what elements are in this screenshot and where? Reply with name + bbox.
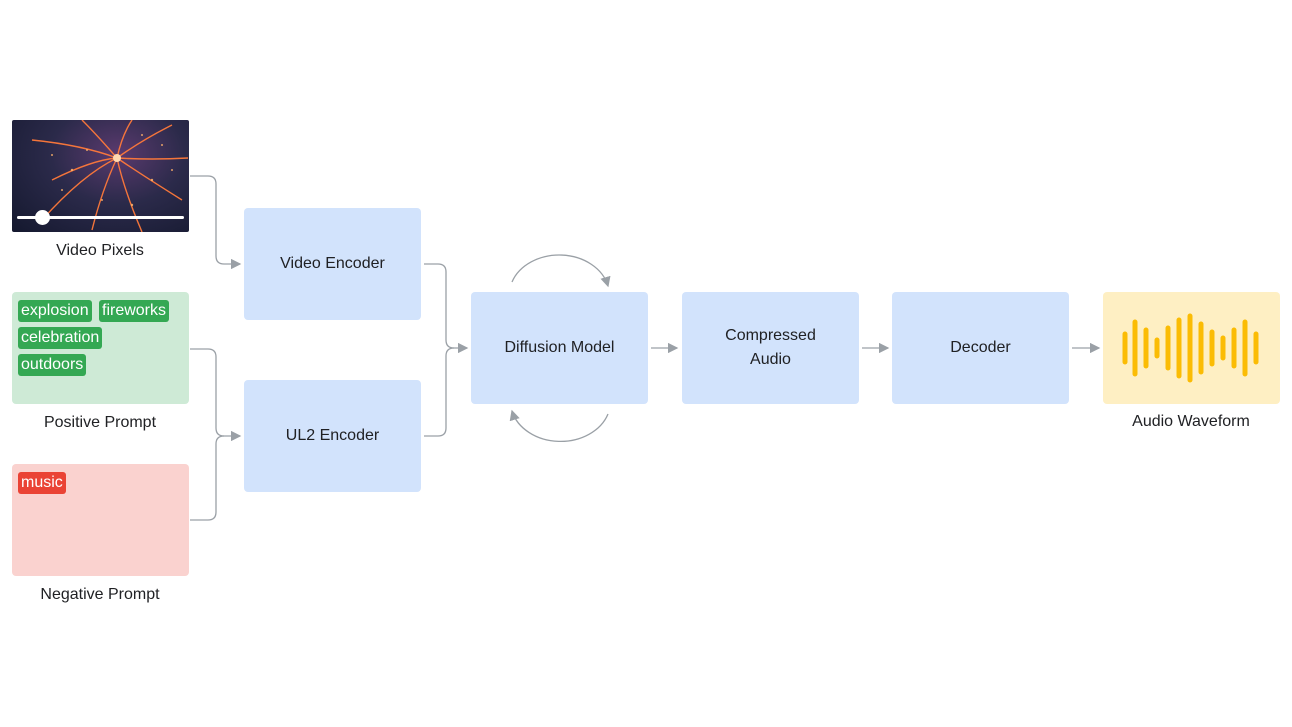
waveform-graphic	[1122, 313, 1259, 383]
arrow-ul2-to-diffusion	[424, 347, 455, 437]
negative-prompt-caption: Negative Prompt	[40, 586, 160, 603]
tag-explosion: explosion	[18, 300, 92, 322]
arrow-video-encoder-to-diffusion	[424, 263, 469, 354]
compressed-audio-block: Compressed Audio	[682, 292, 859, 404]
arrow-positive-to-ul2	[190, 348, 242, 442]
decoder-block: Decoder	[892, 292, 1069, 404]
ul2-encoder-label: UL2 Encoder	[285, 427, 380, 444]
positive-prompt-caption: Positive Prompt	[43, 414, 157, 431]
video-progress-thumb[interactable]	[34, 210, 50, 225]
video-encoder-label: Video Encoder	[280, 255, 385, 272]
arrow-video-to-video-encoder	[190, 175, 242, 270]
positive-prompt-box: explosion fireworks celebration outdoors	[12, 292, 189, 404]
video-pixels-caption: Video Pixels	[56, 242, 144, 259]
diffusion-loop-bottom	[509, 409, 609, 443]
decoder-label: Decoder	[950, 339, 1011, 356]
diffusion-loop-top	[511, 254, 611, 288]
ul2-encoder-block: UL2 Encoder	[244, 380, 421, 492]
audio-waveform-box	[1103, 292, 1280, 404]
fireworks-image	[31, 120, 189, 232]
tag-fireworks: fireworks	[99, 300, 170, 322]
diffusion-model-label: Diffusion Model	[504, 339, 615, 356]
video-thumbnail	[12, 120, 189, 232]
compressed-audio-label-line2: Audio	[750, 351, 791, 368]
tag-music: music	[18, 472, 66, 494]
video-progress-track[interactable]	[17, 216, 184, 219]
arrow-negative-to-ul2	[190, 435, 225, 521]
video-encoder-block: Video Encoder	[244, 208, 421, 320]
tag-celebration: celebration	[18, 327, 103, 349]
diffusion-model-block: Diffusion Model	[471, 292, 648, 404]
negative-prompt-box: music	[12, 464, 189, 576]
audio-waveform-caption: Audio Waveform	[1132, 413, 1250, 430]
compressed-audio-label-line1: Compressed	[725, 327, 816, 344]
tag-outdoors: outdoors	[18, 354, 87, 376]
